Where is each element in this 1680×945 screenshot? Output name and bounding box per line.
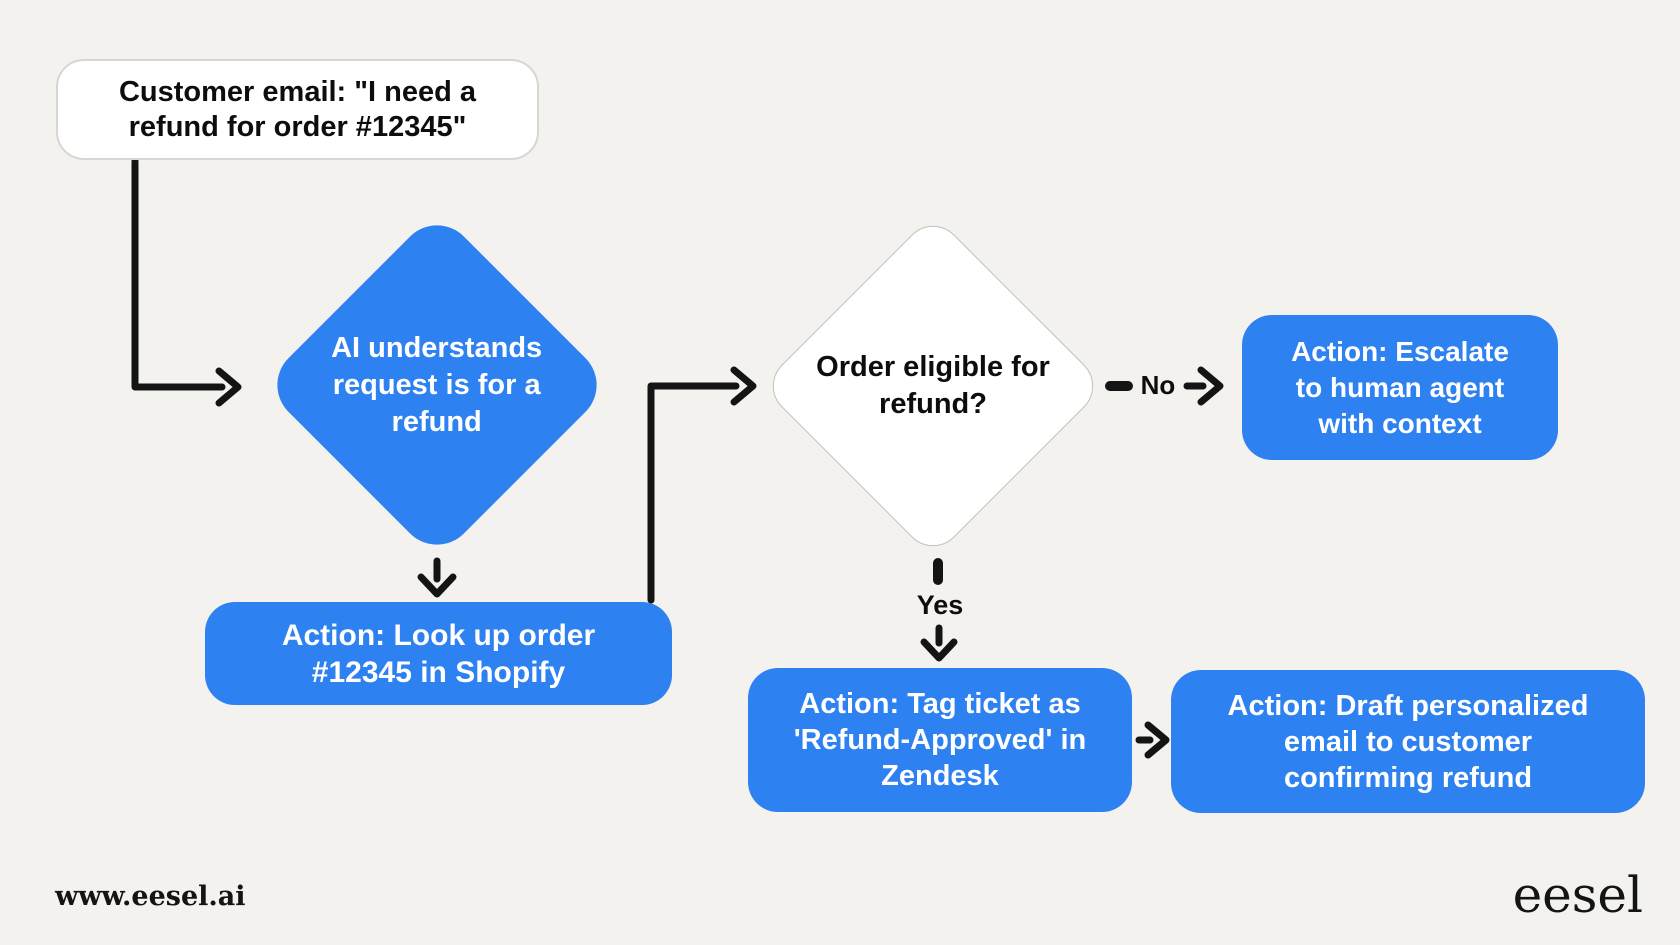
flow-node-customer-email: Customer email: "I need a refund for ord…	[56, 59, 539, 160]
flow-node-escalate: Action: Escalate to human agent with con…	[1242, 315, 1558, 460]
flow-node-ai-understands: AI understands request is for a refund	[261, 209, 613, 561]
connector-start-to-understand	[131, 157, 242, 407]
footer-website-url: www.eesel.ai	[55, 881, 246, 912]
flow-node-customer-email-text: Customer email: "I need a refund for ord…	[118, 75, 477, 143]
flow-node-lookup-order: Action: Look up order #12345 in Shopify	[205, 602, 672, 705]
flow-node-lookup-order-text: Action: Look up order #12345 in Shopify	[281, 618, 596, 689]
connector-understand-to-lookup	[417, 557, 457, 598]
flow-node-draft-email: Action: Draft personalized email to cust…	[1171, 670, 1645, 813]
flow-node-order-eligible: Order eligible for refund?	[760, 213, 1106, 559]
connector-lookup-to-eligibility	[647, 366, 757, 604]
branch-label-no: No	[1140, 370, 1176, 400]
branch-label-yes: Yes	[916, 590, 964, 620]
flow-node-tag-ticket-text: Action: Tag ticket as 'Refund-Approved' …	[793, 688, 1087, 792]
flow-node-escalate-text: Action: Escalate to human agent with con…	[1291, 335, 1509, 439]
connector-tag-to-draft	[1135, 721, 1170, 759]
flow-node-order-eligible-text: Order eligible for refund?	[816, 351, 1050, 420]
flow-node-tag-ticket: Action: Tag ticket as 'Refund-Approved' …	[748, 668, 1132, 812]
eesel-logo: eesel	[1512, 866, 1643, 924]
flow-node-draft-email-text: Action: Draft personalized email to cust…	[1227, 689, 1589, 794]
flow-node-ai-understands-text: AI understands request is for a refund	[331, 331, 543, 438]
